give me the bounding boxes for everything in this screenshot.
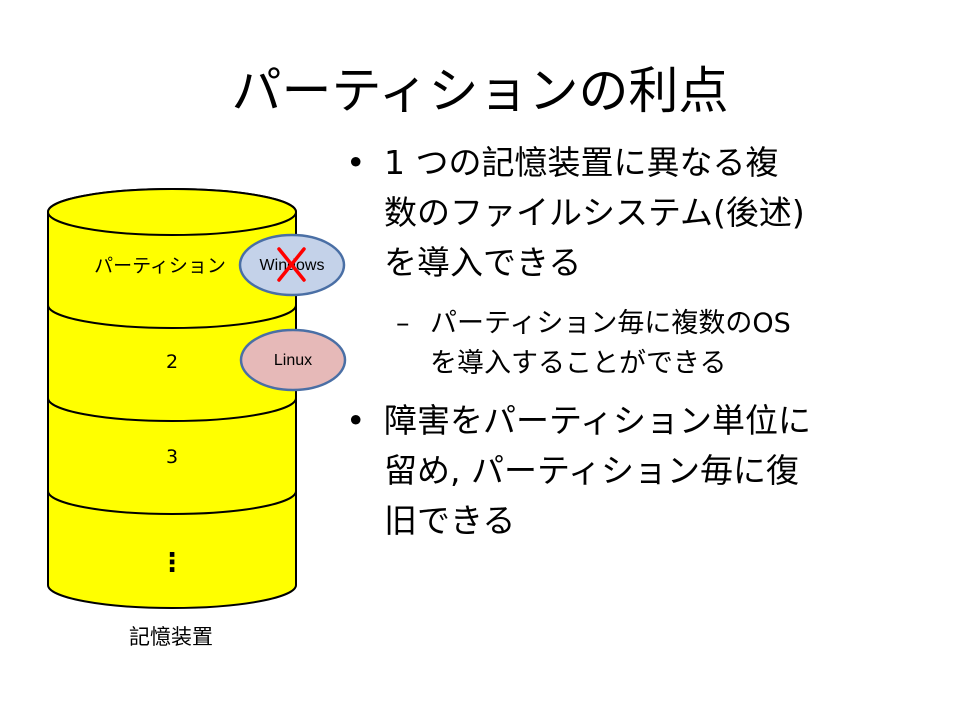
bullet-line: 留め, パーティション毎に復 xyxy=(384,451,799,490)
bullet-item: • 障害をパーティション単位に 留め, パーティション毎に復 旧できる xyxy=(340,396,940,546)
partition-label: 3 xyxy=(166,446,178,468)
bullet-item: • 1 つの記憶装置に異なる複 数のファイルシステム(後述) を導入できる xyxy=(340,138,940,288)
sub-bullet-item: – パーティション毎に複数のOS を導入することができる xyxy=(340,304,940,384)
partition-divider xyxy=(47,397,297,422)
partition-label: 2 xyxy=(166,351,178,373)
partition-divider xyxy=(47,304,297,329)
bullet-line: 1 つの記憶装置に異なる複 xyxy=(384,143,779,182)
bullet-line: 障害をパーティション単位に xyxy=(384,401,812,440)
bullet-mark: • xyxy=(346,401,366,440)
disk-cylinder-top xyxy=(47,188,297,236)
bullet-list: • 1 つの記憶装置に異なる複 数のファイルシステム(後述) を導入できる – … xyxy=(340,138,940,562)
sub-bullet-line: を導入することができる xyxy=(430,348,727,379)
storage-diagram: パーティション 2 3 ⋮ Windows Linux xyxy=(47,188,347,609)
bullet-line: 数のファイルシステム(後述) xyxy=(384,193,805,232)
cross-icon xyxy=(277,247,306,282)
bullet-mark: • xyxy=(346,143,366,182)
sub-bullet-mark: – xyxy=(396,308,410,339)
sub-bullet-line: パーティション毎に複数のOS xyxy=(430,308,791,339)
partition-label: ⋮ xyxy=(159,548,185,578)
bullet-line: を導入できる xyxy=(384,243,582,282)
os-badge-label: Linux xyxy=(274,352,312,369)
disk-caption: 記憶装置 xyxy=(129,625,213,649)
os-badge-linux xyxy=(239,328,347,392)
partition-label: パーティション xyxy=(94,255,226,277)
slide-title: パーティションの利点 xyxy=(231,62,729,120)
partition-divider xyxy=(47,490,297,515)
bullet-line: 旧できる xyxy=(384,501,516,540)
